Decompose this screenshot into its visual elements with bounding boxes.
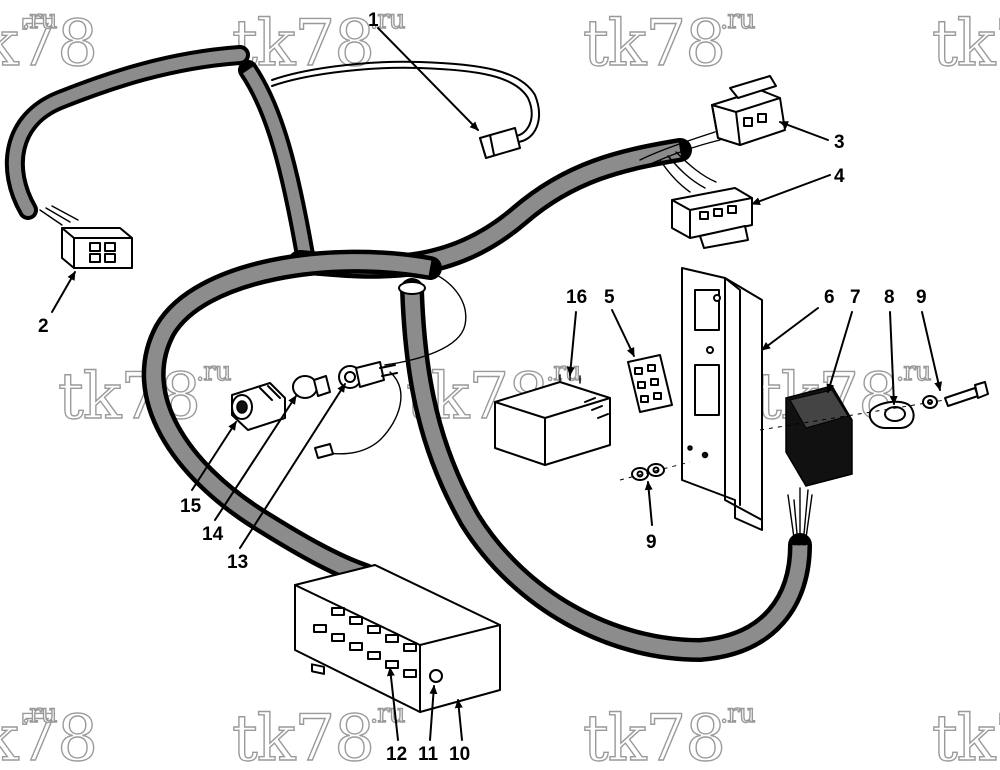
watermark-text: tk78 xyxy=(0,7,97,81)
callout-7: 7 xyxy=(850,287,861,308)
watermark-text: tk78 xyxy=(0,702,97,770)
relay-base-5 xyxy=(627,354,673,413)
fuse-box-10 xyxy=(294,564,501,713)
callout-16: 16 xyxy=(566,287,587,308)
callout-11: 11 xyxy=(418,744,439,765)
bracket-6 xyxy=(681,267,763,531)
nuts-9 xyxy=(619,461,691,481)
watermark-top-left: tk78 .ru xyxy=(0,4,99,81)
callout-4: 4 xyxy=(834,166,845,187)
callout-1: 1 xyxy=(368,10,379,31)
watermark-suffix: .ru xyxy=(720,5,755,35)
watermark-text: tk78 xyxy=(583,702,725,770)
connector-2 xyxy=(39,205,133,269)
clamp-8 xyxy=(868,400,915,429)
callout-14: 14 xyxy=(202,524,224,545)
lamp-holder-13 xyxy=(314,361,398,459)
watermark-suffix: .ru xyxy=(22,699,57,729)
watermark-text: tk78 xyxy=(932,7,1000,81)
wire-harness xyxy=(4,45,813,663)
watermark-suffix: .ru xyxy=(22,5,57,35)
bulb-14 xyxy=(292,375,331,399)
callout-8: 8 xyxy=(884,287,895,308)
socket-15 xyxy=(231,382,286,431)
watermark-suffix: .ru xyxy=(196,357,231,387)
connector-1 xyxy=(479,127,521,159)
callout-10: 10 xyxy=(449,744,470,765)
screw-11 xyxy=(429,669,443,683)
callout-labels: 1 2 3 4 5 6 7 8 9 9 10 11 12 13 14 15 16 xyxy=(38,10,927,765)
callout-3: 3 xyxy=(834,132,845,153)
callout-12: 12 xyxy=(386,744,407,765)
watermark-bottom-center: tk78 .ru xyxy=(231,698,406,770)
callout-13: 13 xyxy=(227,552,248,573)
bolt-9 xyxy=(759,381,989,431)
callout-9-nuts: 9 xyxy=(646,532,657,553)
watermark-bottom-left: tk78 .ru xyxy=(0,698,99,770)
callout-2: 2 xyxy=(38,316,49,337)
watermark-text: tk78 xyxy=(932,702,1000,770)
watermark-top-right: tk78 .ru xyxy=(582,4,756,81)
watermark-layer: tk78 .ru tk78 .ru tk78 .ru tk78 tk78 .ru… xyxy=(0,4,1000,770)
watermark-bottom-right: tk78 .ru xyxy=(582,698,756,770)
connector-4 xyxy=(671,187,753,249)
leader-arrows xyxy=(51,27,943,741)
watermark-text: tk78 xyxy=(583,7,725,81)
callout-5: 5 xyxy=(604,287,615,308)
watermark-suffix: .ru xyxy=(720,699,755,729)
watermark-suffix: .ru xyxy=(896,357,931,387)
connector-3 xyxy=(711,75,786,146)
relay-16 xyxy=(494,372,611,466)
callout-15: 15 xyxy=(180,496,202,517)
watermark-suffix: .ru xyxy=(370,699,405,729)
watermark-bottom-edge: tk78 xyxy=(931,701,1000,770)
watermark-top-edge: tk78 xyxy=(931,6,1000,81)
callout-6: 6 xyxy=(824,287,835,308)
watermark-text: tk78 xyxy=(232,702,374,770)
callout-9-bolt: 9 xyxy=(916,287,927,308)
watermark-suffix: .ru xyxy=(370,5,405,35)
